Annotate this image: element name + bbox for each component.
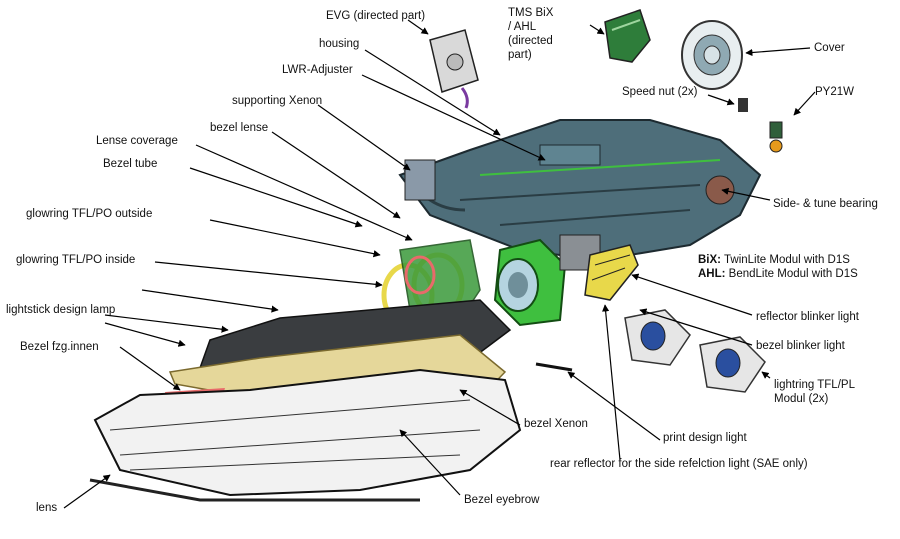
label-lwr-adjuster: LWR-Adjuster — [282, 64, 353, 76]
label-speed-nut: Speed nut (2x) — [622, 86, 698, 98]
tms-module — [604, 9, 651, 63]
label-housing: housing — [319, 38, 360, 50]
evg-ballast — [429, 29, 479, 109]
label-supporting-xenon: supporting Xenon — [232, 95, 323, 107]
label-cover: Cover — [814, 42, 845, 54]
bix-text: TwinLite Modul with D1S — [724, 254, 850, 266]
label-py21w: PY21W — [815, 86, 854, 98]
label-lense-coverage: Lense coverage — [96, 135, 178, 147]
label-tms: TMS BiX / AHL (directed part) — [508, 7, 554, 61]
label-evg: EVG (directed part) — [326, 10, 426, 22]
label-print-design-light: print design light — [663, 432, 747, 444]
speed-nut — [738, 98, 748, 112]
label-side-tune-bearing: Side- & tune bearing — [773, 198, 878, 210]
housing-part — [398, 119, 762, 262]
label-lightstick: lightstick design lamp — [6, 304, 116, 316]
label-bezel-blinker: bezel blinker light — [756, 340, 845, 352]
label-rear-reflector: rear reflector for the side refelction l… — [550, 458, 808, 470]
label-bezel-fzg-innen: Bezel fzg.innen — [20, 341, 99, 353]
label-lens: lens — [36, 502, 58, 514]
leader-lines — [63, 19, 816, 509]
label-bezel-xenon: bezel Xenon — [524, 418, 588, 430]
xenon-module — [493, 234, 601, 327]
label-reflector-blinker: reflector blinker light — [756, 311, 859, 323]
label-glowring-inside: glowring TFL/PO inside — [16, 254, 136, 266]
label-glowring-outside: glowring TFL/PO outside — [26, 208, 153, 220]
label-ahl: AHL: BendLite Modul with D1S — [698, 268, 858, 281]
lens-part — [89, 368, 522, 502]
label-bezel-eyebrow: Bezel eyebrow — [464, 494, 540, 506]
ahl-text: BendLite Modul with D1S — [728, 268, 858, 280]
label-lightring-modul: lightring TFL/PL Modul (2x) — [774, 379, 855, 405]
bix-key: BiX: — [698, 254, 721, 266]
cover-part — [681, 20, 743, 90]
label-bix: BiX: TwinLite Modul with D1S — [698, 254, 850, 267]
print-design-part — [535, 362, 573, 372]
lightring-modules — [624, 309, 766, 393]
label-bezel-lense: bezel lense — [210, 122, 269, 134]
label-bezel-tube: Bezel tube — [103, 158, 158, 170]
ahl-key: AHL: — [698, 268, 726, 280]
reflector-blinker — [584, 244, 639, 301]
py21w-bulb — [769, 121, 783, 153]
